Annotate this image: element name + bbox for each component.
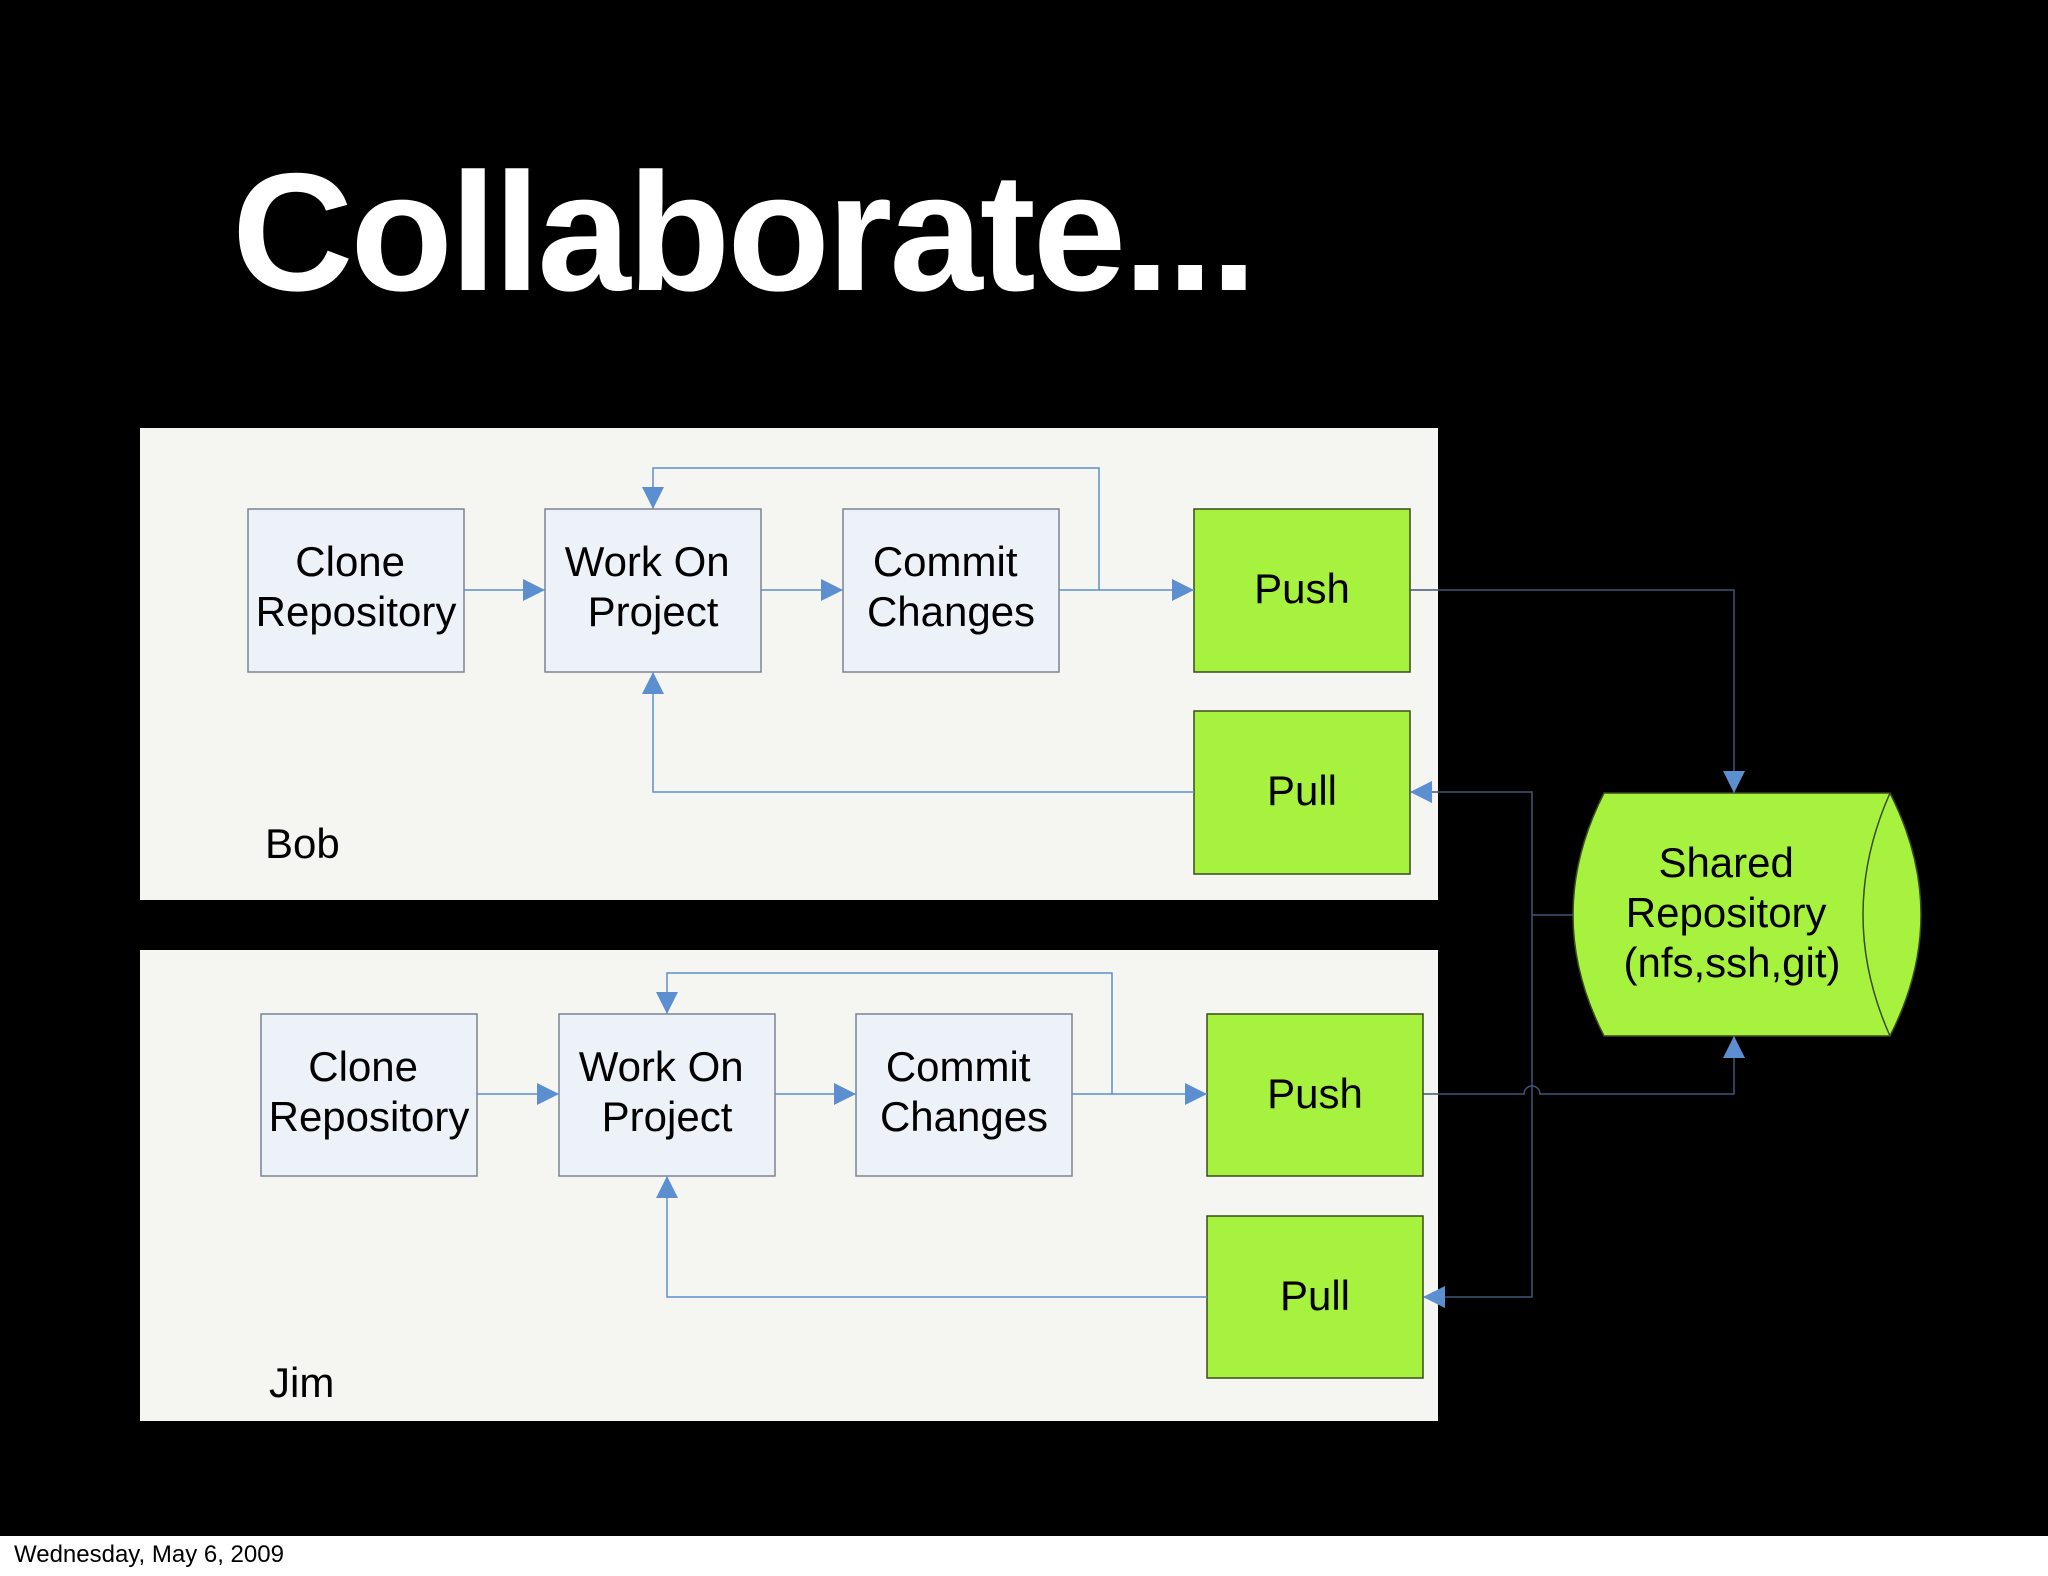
connector-repo-to-pull-jim <box>1423 915 1533 1308</box>
slide-title: Collaborate... <box>232 138 1257 326</box>
connector-push-to-repo-jim <box>1423 1036 1745 1095</box>
push-label-jim: Push <box>1267 1070 1363 1117</box>
work-on-project-box-jim <box>558 1013 776 1177</box>
clone-repository-label-jim: Clone Repository <box>269 1043 470 1140</box>
work-on-project-label-bob: Work On Project <box>565 538 742 635</box>
collaboration-diagram: Bob Clone Repository Work On Project Com… <box>140 428 1922 1421</box>
shared-repository-line-2: Repository <box>1626 889 1827 936</box>
clone-repository-label-bob: Clone Repository <box>256 538 457 635</box>
shared-repository-line-3: (nfs,ssh,git) <box>1623 939 1840 986</box>
lane-label-jim: Jim <box>269 1359 334 1406</box>
slide: Collaborate... Bob Clone Repository Work… <box>0 0 2048 1536</box>
shared-repository-label: Shared Repository (nfs,ssh,git) <box>1623 839 1840 986</box>
clone-repository-box-bob <box>247 508 465 673</box>
work-on-project-text-jim-line-2: Project <box>602 1093 733 1140</box>
connector-commit-loop-jim <box>656 972 1113 1094</box>
clone-repository-text-bob: Clone <box>295 538 405 585</box>
pull-label-jim: Pull <box>1280 1272 1350 1319</box>
commit-changes-text-bob-line-2: Changes <box>867 588 1035 635</box>
pull-label-bob: Pull <box>1267 767 1337 814</box>
work-on-project-box-bob <box>544 508 762 673</box>
commit-changes-text-jim: Commit <box>886 1043 1031 1090</box>
commit-changes-text-jim-line-2: Changes <box>880 1093 1048 1140</box>
connector-commit-loop-bob <box>642 467 1100 590</box>
work-on-project-text-jim: Work On <box>579 1043 744 1090</box>
commit-changes-text-bob: Commit <box>873 538 1018 585</box>
work-on-project-text-bob: Work On <box>565 538 730 585</box>
commit-changes-label-bob: Commit Changes <box>867 538 1035 635</box>
clone-repository-box-jim <box>260 1013 478 1177</box>
connector-pull-to-work-bob <box>642 672 1194 793</box>
lane-label-bob: Bob <box>265 820 340 867</box>
commit-changes-box-bob <box>842 508 1060 673</box>
work-on-project-label-jim: Work On Project <box>579 1043 756 1140</box>
clone-repository-text-jim: Clone <box>308 1043 418 1090</box>
commit-changes-box-jim <box>855 1013 1073 1177</box>
shared-repository-cylinder-edge <box>1862 792 1891 1037</box>
connector-push-to-repo-bob <box>1410 589 1745 793</box>
commit-changes-label-jim: Commit Changes <box>880 1043 1048 1140</box>
push-box-jim <box>1206 1013 1424 1177</box>
work-on-project-text-bob-line-2: Project <box>588 588 719 635</box>
push-label-bob: Push <box>1254 565 1350 612</box>
connector-pull-to-work-jim <box>656 1176 1207 1298</box>
connector-repo-to-pull-bob <box>1410 781 1533 915</box>
clone-repository-text-jim-line-2: Repository <box>269 1093 470 1140</box>
clone-repository-text-bob-line-2: Repository <box>256 588 457 635</box>
shared-repository-line-1: Shared <box>1658 839 1793 886</box>
footer-date: Wednesday, May 6, 2009 <box>14 1541 284 1568</box>
push-box-bob <box>1193 508 1411 673</box>
